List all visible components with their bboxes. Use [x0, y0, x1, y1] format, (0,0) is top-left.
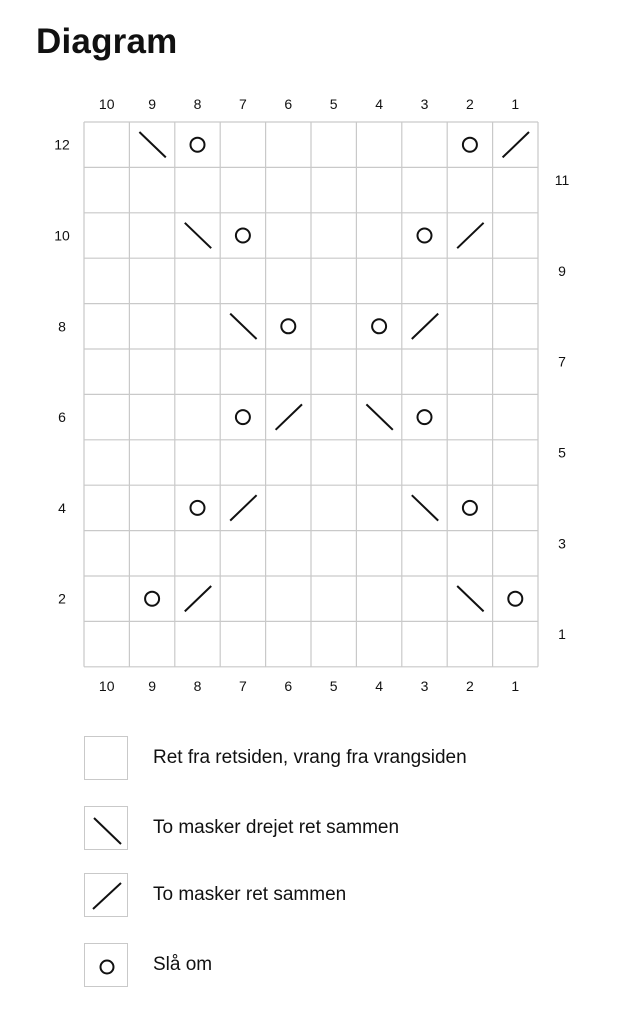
page-title: Diagram [36, 22, 178, 61]
yarn-over-symbol [371, 318, 388, 335]
slash-icon [92, 882, 122, 910]
row-label-left: 12 [54, 137, 70, 153]
row-label-right: 3 [558, 535, 566, 551]
column-label-top: 7 [239, 96, 247, 112]
ssk-symbol [411, 494, 439, 522]
k2tog-symbol [456, 222, 485, 249]
ssk-symbol [365, 403, 394, 431]
column-label-top: 6 [284, 96, 292, 112]
column-label-bottom: 9 [148, 678, 156, 694]
chart-symbols [138, 131, 530, 613]
column-label-top: 1 [511, 96, 519, 112]
column-label-top: 10 [99, 96, 115, 112]
yarn-over-symbol [234, 227, 251, 244]
column-label-bottom: 2 [466, 678, 474, 694]
row-label-left: 10 [54, 228, 70, 244]
legend-k2tog-swatch [84, 873, 128, 917]
row-label-right: 1 [558, 626, 566, 642]
legend-item-yo: Slå om [84, 943, 584, 989]
column-label-bottom: 10 [99, 678, 115, 694]
yarn-over-symbol [416, 409, 433, 426]
column-label-bottom: 4 [375, 678, 383, 694]
yarn-over-symbol [280, 318, 297, 335]
legend-item-k2tog: To masker ret sammen [84, 873, 584, 919]
yarn-over-symbol [189, 499, 206, 516]
column-label-top: 5 [330, 96, 338, 112]
k2tog-symbol [274, 403, 303, 431]
legend-label: To masker drejet ret sammen [153, 817, 400, 838]
row-label-right: 9 [558, 263, 566, 279]
column-label-top: 8 [194, 96, 202, 112]
chart-grid [83, 121, 539, 668]
column-label-bottom: 5 [330, 678, 338, 694]
legend-item-ssk: To masker drejet ret sammen [84, 806, 584, 852]
k2tog-symbol [501, 131, 530, 159]
column-label-bottom: 8 [194, 678, 202, 694]
legend-label: To masker ret sammen [153, 884, 347, 905]
legend-label: Ret fra retsiden, vrang fra vrangsiden [153, 747, 467, 768]
column-label-top: 4 [375, 96, 383, 112]
row-label-left: 8 [58, 318, 66, 334]
ssk-symbol [138, 131, 167, 159]
column-label-top: 3 [421, 96, 429, 112]
yarn-over-symbol [189, 136, 206, 153]
yarn-over-symbol [507, 590, 524, 607]
row-label-left: 4 [58, 500, 66, 516]
legend-blank-swatch [84, 736, 128, 780]
k2tog-symbol [229, 494, 258, 522]
yarn-over-symbol [144, 590, 161, 607]
backslash-icon [93, 817, 122, 845]
column-label-bottom: 6 [284, 678, 292, 694]
yarn-over-symbol [461, 499, 478, 516]
yarn-over-symbol [461, 136, 478, 153]
ssk-symbol [456, 585, 485, 613]
column-label-top: 9 [148, 96, 156, 112]
legend-ssk-swatch [84, 806, 128, 850]
column-label-bottom: 7 [239, 678, 247, 694]
row-label-right: 11 [555, 172, 570, 188]
row-label-right: 7 [558, 354, 566, 370]
ssk-symbol [184, 222, 212, 249]
yarn-over-symbol [416, 227, 433, 244]
row-label-right: 5 [558, 445, 566, 461]
yarn-over-symbol [234, 409, 251, 426]
k2tog-symbol [411, 312, 439, 340]
column-label-top: 2 [466, 96, 474, 112]
circle-icon [99, 959, 115, 975]
column-label-bottom: 3 [421, 678, 429, 694]
ssk-symbol [229, 312, 258, 340]
row-label-left: 6 [58, 409, 66, 425]
legend-yo-swatch [84, 943, 128, 987]
legend-label: Slå om [153, 954, 213, 975]
row-label-left: 2 [58, 591, 66, 607]
column-label-bottom: 1 [511, 678, 519, 694]
legend-item-blank: Ret fra retsiden, vrang fra vrangsiden [84, 736, 584, 782]
k2tog-symbol [184, 585, 212, 613]
